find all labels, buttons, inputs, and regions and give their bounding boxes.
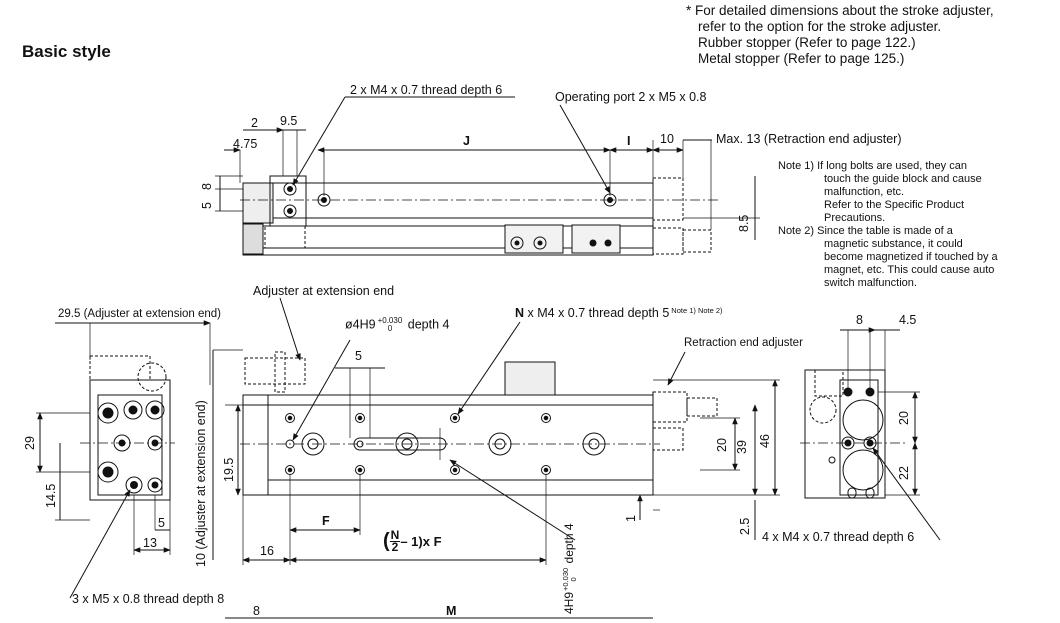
note-line: Precautions. <box>824 212 886 224</box>
dim-8-bottom: 8 <box>253 604 260 618</box>
dim-4h9-tol-lower: 0 <box>569 577 578 582</box>
note-line: refer to the option for the stroke adjus… <box>698 19 942 34</box>
front-adjuster-label: Adjuster at extension end <box>253 284 395 298</box>
stroke-adjuster-note: * For detailed dimensions about the stro… <box>686 3 994 67</box>
dim-5: 5 <box>200 202 214 209</box>
retraction-adjuster-label: Retraction end adjuster <box>684 337 803 349</box>
dim-39: 39 <box>735 440 749 454</box>
note-line: magnetic substance, it could <box>824 238 963 250</box>
notes-block: Note 1) If long bolts are used, they can… <box>778 160 998 290</box>
dim-8-5: 8.5 <box>737 214 751 232</box>
dim-4h9-depth: depth 4 <box>562 523 577 564</box>
dim-F: F <box>322 514 330 528</box>
front-view <box>212 297 780 619</box>
dim-5-front: 5 <box>355 349 362 363</box>
dim-8-right: 8 <box>856 313 863 327</box>
dim-13: 13 <box>143 536 157 550</box>
hole-tol-lower: 0 <box>387 324 393 333</box>
hole-prefix: ø4H9 <box>345 317 376 332</box>
left-view <box>36 320 211 599</box>
note-line: Rubber stopper (Refer to page 122.) <box>698 35 916 50</box>
page-title: Basic style <box>22 42 111 61</box>
dim-2-5: 2.5 <box>738 517 752 535</box>
dim-5-left: 5 <box>158 516 165 530</box>
top-thread-label: 2 x M4 x 0.7 thread depth 6 <box>350 83 503 97</box>
left-adjuster-label: 29.5 (Adjuster at extension end) <box>58 308 222 320</box>
dim-29: 29 <box>23 436 37 450</box>
dim-20-right: 20 <box>897 411 911 425</box>
n-prefix: N <box>515 306 525 320</box>
n-text: x M4 x 0.7 thread depth 5 <box>527 306 670 320</box>
dim-4h9-base: 4H9 <box>562 591 577 614</box>
dim-2: 2 <box>251 116 258 130</box>
dim-20: 20 <box>715 438 729 452</box>
dim-10-adjuster: 10 (Adjuster at extension end) <box>194 400 208 567</box>
dim-46: 46 <box>758 434 772 448</box>
note-line: Note 1) If long bolts are used, they can <box>778 160 967 172</box>
dim-4-5: 4.5 <box>899 313 917 327</box>
dim-I: I <box>627 134 631 148</box>
dim-10: 10 <box>660 132 674 146</box>
left-thread-label: 3 x M5 x 0.8 thread depth 8 <box>72 592 225 606</box>
max-13-label: Max. 13 (Retraction end adjuster) <box>716 132 902 146</box>
note-line: Metal stopper (Refer to page 125.) <box>698 51 905 66</box>
formula-num: N <box>389 528 401 542</box>
note-line: switch malfunction. <box>824 277 917 289</box>
dim-8: 8 <box>200 183 214 190</box>
note-line: become magnetized if touched by a <box>824 251 998 263</box>
dim-4-75: 4.75 <box>233 137 258 151</box>
note-line: magnet, etc. This could cause auto <box>824 264 995 276</box>
note-line: malfunction, etc. <box>824 186 905 198</box>
formula-rest: – 1)x F <box>400 534 442 549</box>
note-line: Note 2) Since the table is made of a <box>778 225 953 237</box>
right-thread-label: 4 x M4 x 0.7 thread depth 6 <box>762 530 915 544</box>
right-view <box>800 327 941 541</box>
note-line: Refer to the Specific Product <box>824 199 965 211</box>
dim-19-5: 19.5 <box>222 457 236 482</box>
dim-M: M <box>446 604 457 618</box>
dim-1: 1 <box>624 515 638 522</box>
formula-open: ( <box>383 530 390 552</box>
dim-14-5: 14.5 <box>44 483 58 508</box>
operating-port-label: Operating port 2 x M5 x 0.8 <box>555 90 707 104</box>
formula-den: 2 <box>391 540 399 554</box>
dim-J: J <box>463 134 470 148</box>
hole-suffix: depth 4 <box>407 317 450 332</box>
note-line: touch the guide block and cause <box>824 173 982 185</box>
top-view <box>215 96 760 256</box>
n-notes: Note 1) Note 2) <box>671 306 723 315</box>
dim-22: 22 <box>897 466 911 480</box>
hole-tol-upper: +0.030 <box>377 316 403 325</box>
dim-16: 16 <box>260 544 274 558</box>
dim-9-5: 9.5 <box>280 114 298 128</box>
note-line: * For detailed dimensions about the stro… <box>686 3 994 18</box>
